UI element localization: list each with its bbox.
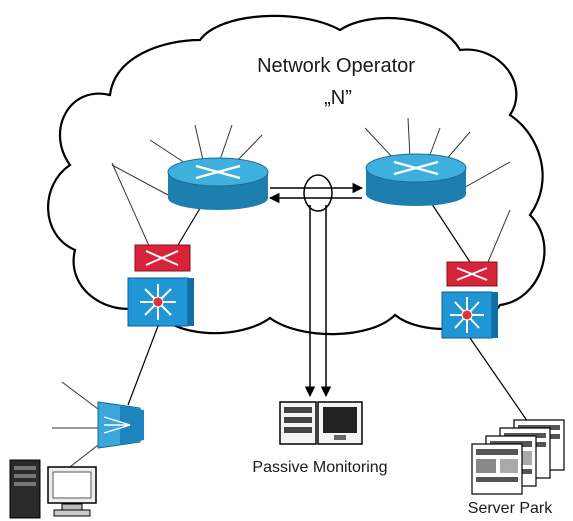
router-link xyxy=(268,182,364,204)
monitoring-feed xyxy=(304,205,332,398)
router-icon xyxy=(393,160,439,176)
monitoring-tap xyxy=(303,174,333,212)
router-left[interactable] xyxy=(167,157,269,210)
switch-spokes xyxy=(111,162,511,263)
switch-right[interactable] xyxy=(441,261,498,339)
access-concentrator-icon xyxy=(103,416,131,434)
link-switch-left-access xyxy=(127,325,159,406)
access-device-spokes xyxy=(52,381,103,471)
cloud-title: Network Operator xyxy=(257,55,415,77)
cloud-subtitle: „N” xyxy=(324,87,352,109)
link-router-right-switch xyxy=(427,197,471,263)
server-park-label: Server Park xyxy=(468,500,553,517)
link-switch-right-servers xyxy=(469,337,531,426)
router-icon xyxy=(195,164,241,180)
passive-monitoring-label: Passive Monitoring xyxy=(252,459,387,476)
monitoring-station-icon xyxy=(279,401,363,445)
server-rack-icon xyxy=(471,419,565,495)
router-right[interactable] xyxy=(365,153,467,206)
monitoring-station[interactable] xyxy=(279,401,363,445)
router-left-spokes xyxy=(111,124,263,196)
workstation-icon xyxy=(47,466,97,517)
workstation[interactable] xyxy=(9,459,97,519)
switch-left[interactable] xyxy=(127,244,194,327)
server-park[interactable] xyxy=(471,419,565,495)
access-device[interactable] xyxy=(97,401,144,449)
